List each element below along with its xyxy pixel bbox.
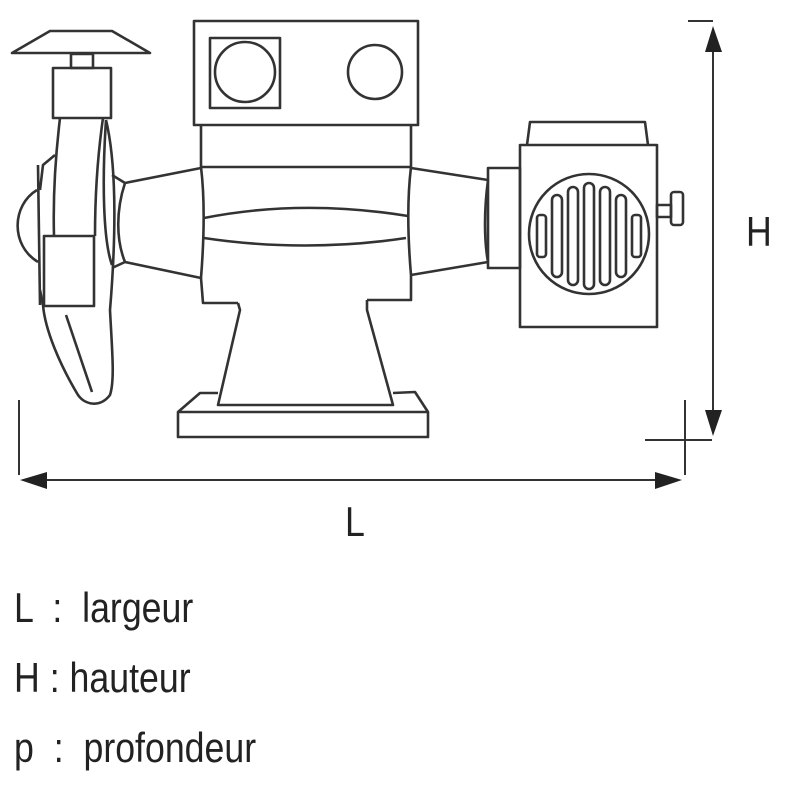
legend-key: L: [14, 584, 33, 631]
legend-key: H: [14, 654, 40, 701]
adjust-knob: [655, 203, 673, 219]
legend-sep: :: [49, 654, 60, 701]
legend-item-hauteur: H : hauteur: [14, 654, 191, 702]
grille: [527, 172, 651, 296]
wheel-guard-left: [16, 117, 116, 405]
legend-text: profondeur: [83, 724, 257, 771]
switch-button: [213, 40, 277, 104]
legend-text: largeur: [82, 584, 194, 631]
motor-housing: [111, 19, 522, 305]
legend-sep: :: [53, 724, 64, 771]
pedestal-base: [176, 300, 430, 439]
legend-key: p: [14, 724, 34, 771]
width-label: L: [345, 498, 365, 545]
legend-sep: :: [52, 584, 63, 631]
indicator-button: [346, 43, 404, 101]
height-dimension: [645, 20, 722, 475]
legend-item-profondeur: p : profondeur: [14, 724, 256, 772]
width-dimension: [18, 400, 682, 489]
height-label: H: [746, 208, 772, 255]
legend-item-largeur: L : largeur: [14, 584, 193, 632]
wheel-guard-right: [518, 120, 685, 329]
legend-text: hauteur: [69, 654, 191, 701]
eye-shield: [10, 29, 152, 120]
switch-frame: [208, 36, 282, 110]
